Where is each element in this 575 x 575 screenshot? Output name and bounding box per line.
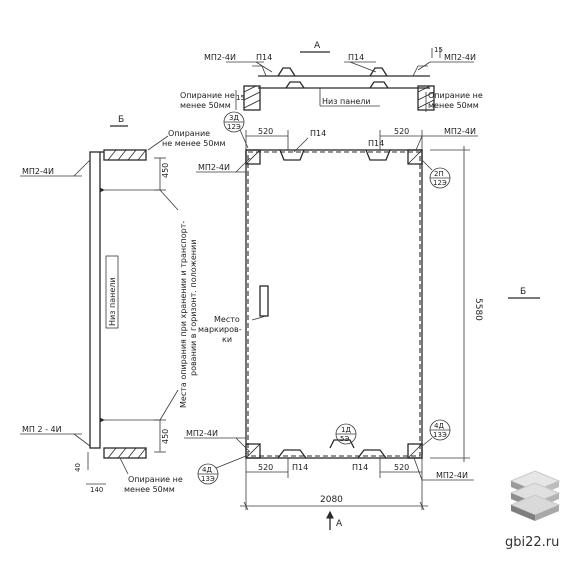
right-section-b-label: Б — [520, 287, 526, 297]
svg-text:4Д: 4Д — [202, 466, 212, 474]
panel-bottom-label: Низ панели — [322, 97, 371, 106]
slab-stack-logo — [509, 470, 561, 521]
watermark-site: gbi22.ru — [505, 535, 560, 550]
svg-text:13Э: 13Э — [201, 475, 215, 483]
plan-top-left-loop: МП2-4И — [198, 163, 230, 172]
arrow-a-label: А — [336, 519, 343, 529]
node-callout-bottom-left: 4Д 13Э — [197, 455, 247, 485]
support-note-bottom-1: Опирание не — [128, 475, 183, 484]
dim-520-top-right: 520 — [394, 127, 409, 136]
dim-140: 140 — [90, 486, 103, 494]
dim-450-top: 450 — [161, 163, 170, 178]
support-note-bottom-2: менее 50мм — [124, 485, 175, 494]
dim-450-bottom: 450 — [161, 429, 170, 444]
dim-2080: 2080 — [320, 495, 343, 505]
plan-bottom-right-plate: П14 — [352, 463, 368, 472]
svg-text:2П: 2П — [434, 170, 444, 178]
svg-text:3Д: 3Д — [229, 114, 239, 122]
dim-40: 40 — [74, 463, 82, 472]
dim-15-left: 15 — [236, 94, 245, 102]
panel-bottom-label-rot: Низ панели — [108, 277, 117, 326]
support-note-mid-2: не менее 50мм — [162, 139, 226, 148]
marking-place-3: ки — [222, 335, 232, 344]
dim-520-top-left: 520 — [258, 127, 273, 136]
top-left-loop-mark: МП2-4И — [204, 53, 236, 62]
section-a-label: А — [314, 41, 321, 51]
svg-text:13Э: 13Э — [433, 431, 447, 439]
main-panel-plan: Место маркиров- ки 520 520 П14 П14 МП2-4… — [184, 111, 540, 530]
left-section-b-label: Б — [118, 115, 124, 125]
plan-bottom-right-loop: МП2-4И — [436, 471, 468, 480]
plan-top-left-plate: П14 — [310, 129, 326, 138]
node-callout-bottom-center: 1Д 5Э — [335, 423, 357, 445]
top-left-plate-mark: П14 — [256, 53, 272, 62]
marking-place-1: Место — [214, 315, 240, 324]
dim-15-top: 15 — [434, 46, 443, 54]
support-note-top-right-2: менее 50мм — [428, 101, 479, 110]
support-note-top-left-2: менее 50мм — [180, 101, 231, 110]
plan-top-right-loop: МП2-4И — [444, 127, 476, 136]
svg-text:12Э: 12Э — [227, 123, 241, 131]
marking-place-2: маркиров- — [198, 325, 242, 334]
svg-text:4Д: 4Д — [434, 422, 444, 430]
top-section-detail: А МП2-4И П14 П14 М — [180, 41, 483, 112]
svg-text:12Э: 12Э — [433, 179, 447, 187]
plan-top-right-plate: П14 — [368, 139, 384, 148]
support-note-top-right-1: Опирание не — [428, 91, 483, 100]
storage-note-2: ровании в горизонт. положении — [189, 240, 198, 376]
dim-5580: 5580 — [473, 298, 483, 321]
side-section-detail: Б 450 450 Низ панели Мес — [20, 115, 226, 494]
node-callout-bottom-right: 4Д 13Э — [421, 419, 451, 447]
plan-bottom-left-loop: МП2-4И — [186, 429, 218, 438]
dim-520-bottom-right: 520 — [394, 463, 409, 472]
svg-text:5Э: 5Э — [340, 435, 349, 443]
storage-note-1: Места опирания при хранении и транспорт- — [179, 221, 188, 408]
node-callout-top-left: 3Д 12Э — [223, 111, 249, 149]
left-loop-mark-top: МП2-4И — [22, 167, 54, 176]
left-loop-mark-bottom: МП 2 - 4И — [22, 425, 62, 434]
top-right-loop-mark: МП2-4И — [444, 53, 476, 62]
support-note-mid-1: Опирание — [168, 129, 210, 138]
plan-bottom-left-plate: П14 — [292, 463, 308, 472]
svg-text:1Д: 1Д — [341, 426, 351, 434]
dim-520-bottom-left: 520 — [258, 463, 273, 472]
node-callout-top-right: 2П 12Э — [421, 159, 451, 189]
support-note-top-left-1: Опирание не — [180, 91, 235, 100]
top-right-plate-mark: П14 — [348, 53, 364, 62]
